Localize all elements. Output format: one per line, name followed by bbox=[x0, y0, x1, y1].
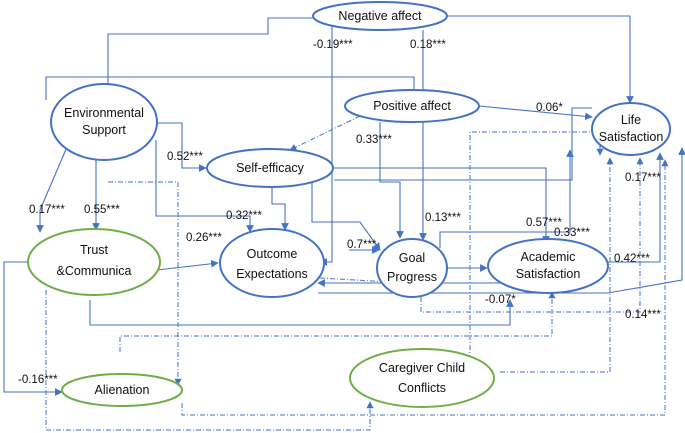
coef-academic-to-life-2: 0.42*** bbox=[614, 253, 650, 265]
path-positive-to-life bbox=[478, 105, 593, 121]
coef-trust-to-alienation: -0.16*** bbox=[18, 374, 58, 386]
path-self-to-goal bbox=[311, 180, 381, 251]
coef-env-to-trust: 0.17*** bbox=[29, 204, 65, 216]
coef-pos-to-goal: 0.33*** bbox=[356, 134, 392, 146]
coef-env-to-trust-2: 0.55*** bbox=[84, 204, 120, 216]
coef-trust-to-outcome: 0.26*** bbox=[186, 232, 222, 244]
coef-env-to-self: 0.52*** bbox=[167, 151, 203, 163]
goal-progress-label-2: Progress bbox=[387, 270, 437, 284]
academic-satisfaction-label-2: Satisfaction bbox=[516, 267, 581, 281]
path-env-to-trust-left bbox=[36, 139, 71, 233]
node-alienation[interactable]: Alienation bbox=[61, 373, 183, 407]
outcome-expectations-label-2: Expectations bbox=[236, 267, 308, 281]
coef-outcome-to-goal: 0.7*** bbox=[347, 239, 377, 251]
path-caregiver-to-life bbox=[469, 131, 604, 360]
path-academic-to-life bbox=[608, 152, 664, 263]
node-life-satisfaction[interactable]: Life Satisfaction bbox=[591, 102, 671, 156]
coef-self-to-academic: 0.57*** bbox=[526, 217, 562, 229]
path-outcome-to-life-long bbox=[318, 147, 685, 294]
environmental-support-label-1: Environmental bbox=[64, 106, 144, 120]
path-caregiver-to-life-right bbox=[500, 157, 614, 373]
node-academic-satisfaction[interactable]: Academic Satisfaction bbox=[487, 238, 609, 294]
path-goal-to-life bbox=[439, 149, 574, 248]
self-efficacy-label: Self-efficacy bbox=[236, 161, 305, 175]
coef-neg-to-outcome: -0.19*** bbox=[313, 39, 353, 51]
node-goal-progress[interactable]: Goal Progress bbox=[376, 238, 448, 298]
path-positive-loop bbox=[45, 76, 415, 100]
outcome-expectations-label-1: Outcome bbox=[247, 247, 298, 261]
path-negative-to-outcome-2 bbox=[319, 26, 333, 266]
environmental-support-label-2: Support bbox=[82, 123, 126, 137]
path-env-to-outcome bbox=[155, 140, 254, 233]
life-satisfaction-label-1: Life bbox=[621, 113, 641, 127]
path-trust-to-alienation-dashed bbox=[45, 290, 374, 431]
path-self-to-outcome bbox=[271, 186, 289, 231]
path-self-to-life bbox=[334, 107, 592, 181]
path-env-to-self bbox=[150, 122, 207, 172]
dashed-paths bbox=[45, 115, 669, 431]
path-positive-to-self bbox=[289, 115, 361, 151]
coef-outcome-to-life: 0.14*** bbox=[625, 309, 661, 321]
life-satisfaction-label-2: Satisfaction bbox=[599, 130, 664, 144]
node-negative-affect[interactable]: Negative affect bbox=[312, 1, 448, 31]
path-goal-to-life-dashed bbox=[420, 157, 644, 313]
trust-communication-label-2: &Communica bbox=[56, 264, 131, 278]
negative-affect-label: Negative affect bbox=[338, 9, 422, 23]
coef-goal-to-life: 0.33*** bbox=[554, 227, 590, 239]
path-alienation-to-academic bbox=[119, 291, 556, 352]
goal-progress-label-1: Goal bbox=[399, 251, 425, 265]
node-trust-communication[interactable]: Trust &Communica bbox=[27, 228, 161, 296]
coef-neg-to-goal: 0.18*** bbox=[410, 39, 446, 51]
node-caregiver-child-conflicts[interactable]: Caregiver Child Conflicts bbox=[349, 348, 495, 408]
node-positive-affect[interactable]: Positive affect bbox=[344, 89, 480, 123]
path-positive-to-goal bbox=[379, 122, 404, 239]
node-outcome-expectations[interactable]: Outcome Expectations bbox=[219, 228, 325, 298]
coef-pos-to-life: 0.06* bbox=[536, 102, 563, 114]
coef-trust-to-academic: -0.07* bbox=[485, 294, 516, 306]
path-self-to-academic bbox=[334, 167, 550, 244]
path-alienation-to-life bbox=[181, 159, 669, 416]
node-self-efficacy[interactable]: Self-efficacy bbox=[206, 148, 334, 188]
path-env-to-alienation bbox=[108, 181, 182, 386]
path-negative-to-outcome bbox=[107, 17, 313, 86]
trust-communication-label-1: Trust bbox=[80, 243, 109, 257]
node-environmental-support[interactable]: Environmental Support bbox=[50, 83, 158, 161]
coefficient-labels: -0.19*** 0.18*** 0.06* 0.52*** 0.33*** 0… bbox=[18, 39, 661, 386]
academic-satisfaction-label-1: Academic bbox=[521, 250, 576, 264]
path-trust-to-alienation bbox=[3, 261, 63, 396]
coef-self-to-outcome: 0.32*** bbox=[226, 210, 262, 222]
path-trust-to-outcome bbox=[156, 259, 219, 271]
positive-affect-label: Positive affect bbox=[373, 99, 451, 113]
coef-academic-to-life: 0.17*** bbox=[625, 172, 661, 184]
alienation-label: Alienation bbox=[95, 383, 150, 397]
caregiver-child-conflicts-label-2: Conflicts bbox=[398, 381, 446, 395]
path-outcome-to-goal-dashed bbox=[319, 277, 391, 286]
caregiver-child-conflicts-label-1: Caregiver Child bbox=[379, 361, 465, 375]
path-negative-to-life bbox=[447, 15, 634, 104]
coef-self-to-goal: 0.13*** bbox=[425, 212, 461, 224]
